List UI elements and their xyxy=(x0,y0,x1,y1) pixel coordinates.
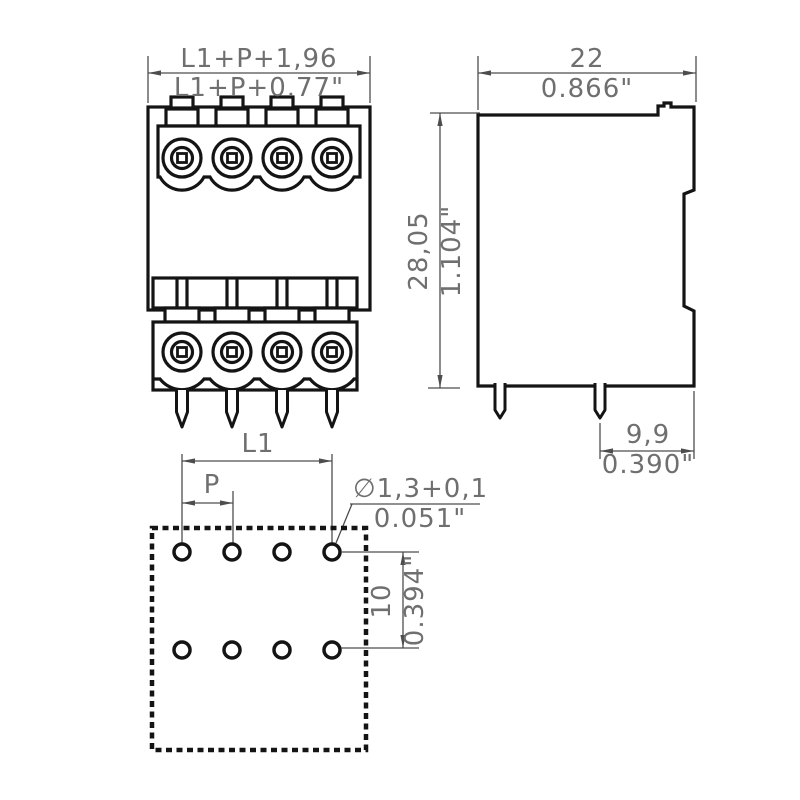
latch-tab xyxy=(164,107,200,128)
terminal-screw xyxy=(176,346,188,358)
solder-pin xyxy=(275,390,289,429)
dim-pin-to-edge-mm: 9,9 xyxy=(626,420,670,450)
terminal-screw xyxy=(226,346,238,358)
dim-side-height-mm: 28,05 xyxy=(404,211,434,290)
dim-front-width-inch: L1+P+0.77" xyxy=(174,73,344,103)
solder-pin xyxy=(593,383,607,420)
terminal-screw xyxy=(326,346,338,358)
latch-tab xyxy=(314,107,350,128)
latch-tab xyxy=(163,306,201,324)
dim-row-spacing-inch: 0.394" xyxy=(400,554,430,646)
terminal-screw xyxy=(226,152,238,164)
terminal-screw xyxy=(276,346,288,358)
latch-tab xyxy=(313,306,351,324)
drill-hole xyxy=(272,542,292,562)
dim-pin-to-edge-inch: 0.390" xyxy=(602,450,694,480)
side-profile-outline xyxy=(476,101,696,388)
lower-terminals xyxy=(161,331,353,373)
solder-pin xyxy=(225,390,239,429)
drill-hole xyxy=(322,542,342,562)
terminal-screw xyxy=(276,152,288,164)
side-view xyxy=(476,101,696,420)
terminal-screw xyxy=(176,152,188,164)
latch-tab xyxy=(213,306,251,324)
latch-tab-tips xyxy=(169,95,345,110)
drill-holes-row-1 xyxy=(172,542,342,562)
drill-hole xyxy=(222,640,242,660)
terminal-screw xyxy=(326,152,338,164)
upper-terminals xyxy=(161,137,353,179)
dim-hole-span-label: L1 xyxy=(241,429,274,459)
latch-tab xyxy=(263,306,301,324)
dim-front-width-mm: L1+P+1,96 xyxy=(180,44,337,74)
drill-hole xyxy=(222,542,242,562)
drill-hole xyxy=(172,542,192,562)
dim-row-spacing-mm: 10 xyxy=(367,583,397,618)
latch-tab xyxy=(214,107,250,128)
drill-holes-row-2 xyxy=(172,640,342,660)
dim-side-width-mm: 22 xyxy=(569,44,604,74)
drill-hole xyxy=(272,640,292,660)
solder-pin xyxy=(175,390,189,429)
dim-front-width: L1+P+1,96 L1+P+0.77" xyxy=(147,44,371,103)
latch-tab xyxy=(264,107,300,128)
upper-plug-body xyxy=(156,124,362,192)
pcb-drilling-plan: L1 P ∅1,3+0,1 0.051" 10 0.394 xyxy=(149,429,488,753)
lower-latch-tabs xyxy=(163,306,351,324)
lower-plug-scallop xyxy=(153,377,357,392)
dim-hole-pitch-label: P xyxy=(204,470,221,500)
front-view xyxy=(146,95,372,429)
dim-side-height: 28,05 1.104" xyxy=(404,112,480,389)
dim-pin-to-edge: 9,9 0.390" xyxy=(599,391,695,480)
pcb-board-outline xyxy=(149,525,369,753)
dim-side-width-inch: 0.866" xyxy=(541,74,633,104)
drill-hole xyxy=(322,640,342,660)
contact-band-slots xyxy=(175,278,339,308)
dim-hole-diameter-mm: ∅1,3+0,1 xyxy=(353,474,488,504)
dim-side-width: 22 0.866" xyxy=(477,44,697,110)
solder-pin xyxy=(325,390,339,429)
dim-side-height-inch: 1.104" xyxy=(437,205,467,297)
solder-pin xyxy=(493,383,507,420)
dim-hole-diameter-inch: 0.051" xyxy=(374,504,466,534)
drill-hole xyxy=(172,640,192,660)
leader-line xyxy=(335,503,353,544)
front-solder-pins xyxy=(175,390,339,429)
